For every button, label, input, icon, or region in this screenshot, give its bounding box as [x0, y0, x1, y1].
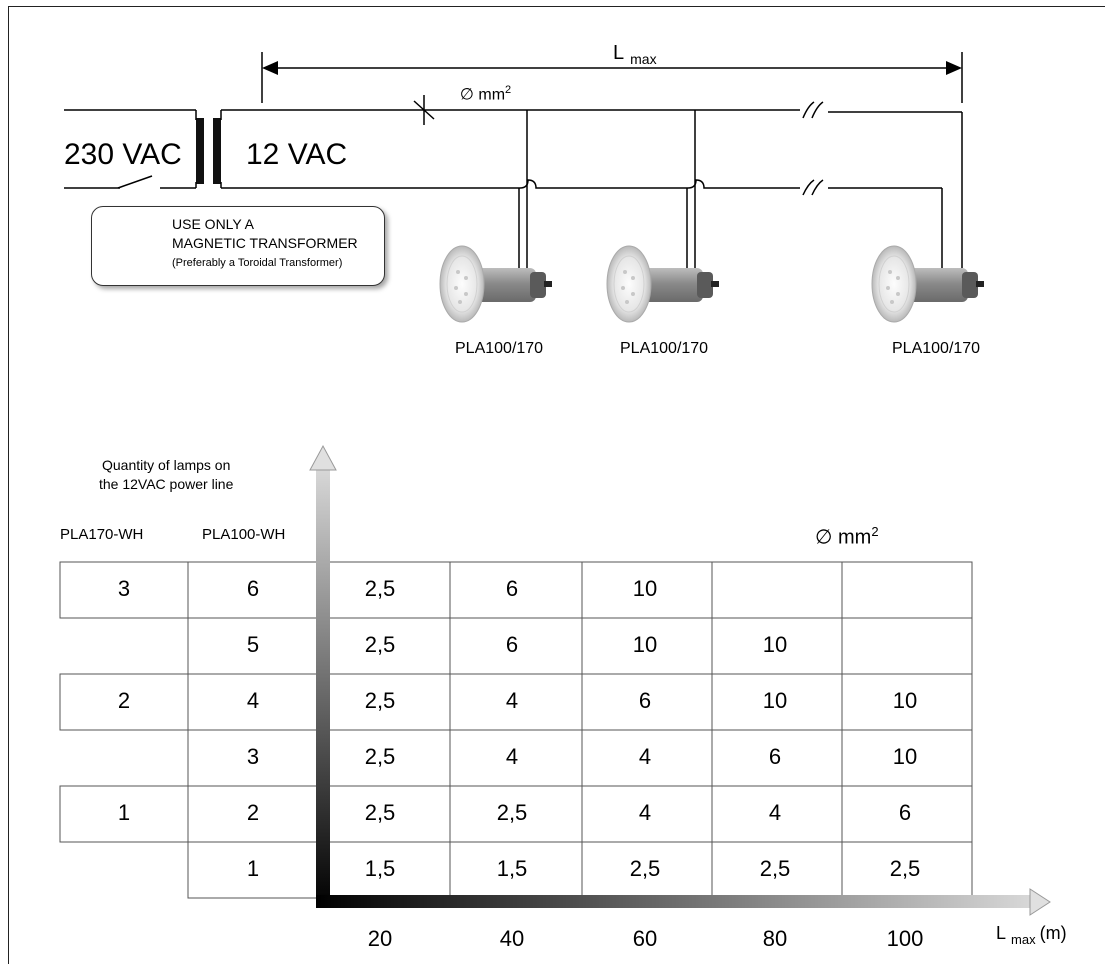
x-axis-tick-label: 20: [367, 926, 393, 951]
table-cell-value: 2,5: [759, 856, 791, 881]
table-cell-value: 2,5: [629, 856, 661, 881]
table-grid: [59, 561, 973, 899]
table-cell-pla170: 1: [117, 800, 131, 825]
table-cell-pla100: 1: [246, 856, 260, 881]
table-cell-value: 10: [762, 688, 788, 713]
input-230vac-lines: [64, 109, 196, 189]
table-cell-value: 6: [768, 744, 782, 769]
lamp-label-2: PLA100/170: [620, 340, 709, 357]
diagram-frame: [8, 6, 1105, 964]
table-cell-value: 10: [762, 632, 788, 657]
warning-line3: (Preferably a Toroidal Transformer): [172, 257, 343, 269]
table-cell-value: 10: [632, 632, 658, 657]
warning-box: USE ONLY A MAGNETIC TRANSFORMER (Prefera…: [91, 206, 385, 286]
table-cell-value: 4: [505, 744, 519, 769]
table-cell-value: 4: [638, 744, 652, 769]
table-cell-value: 2,5: [889, 856, 921, 881]
lamp-icon: [439, 245, 552, 323]
lamp-label-3: PLA100/170: [892, 340, 981, 357]
col-header-pla100: PLA100-WH: [202, 526, 286, 543]
table-cell-value: 2,5: [364, 800, 396, 825]
table-cell-value: 6: [505, 576, 519, 601]
table-cell-value: 1,5: [496, 856, 528, 881]
lamp-label-1: PLA100/170: [455, 340, 544, 357]
transformer-icon: [195, 110, 222, 188]
x-axis-tick-label: 40: [499, 926, 525, 951]
input-voltage-label: 230 VAC: [64, 138, 182, 171]
table-cell-value: 4: [505, 688, 519, 713]
lamp-images: [439, 245, 984, 323]
output-voltage-label: 12 VAC: [246, 138, 348, 171]
power-line: [221, 95, 963, 268]
x-axis-tick-label: 60: [632, 926, 658, 951]
table-cell-pla170: 3: [117, 576, 131, 601]
warning-line2: MAGNETIC TRANSFORMER: [172, 235, 358, 251]
table-cell-pla100: 2: [246, 800, 260, 825]
cross-section-label: ∅ mm2: [460, 84, 512, 104]
table-cell-value: 4: [768, 800, 782, 825]
table-cell-value: 10: [892, 744, 918, 769]
table-cell-value: 6: [638, 688, 652, 713]
col-header-pla170: PLA170-WH: [60, 526, 144, 543]
table-cell-value: 2,5: [364, 632, 396, 657]
x-axis-tick-label: 100: [886, 926, 924, 951]
table-cell-pla100: 5: [246, 632, 260, 657]
table-cell-value: 2,5: [364, 576, 396, 601]
warning-line1: USE ONLY A: [172, 216, 254, 232]
table-cell-pla170: 2: [117, 688, 131, 713]
table-cell-value: 10: [632, 576, 658, 601]
y-axis-title: Quantity of lamps on the 12VAC power lin…: [99, 457, 234, 492]
table-cell-value: 2,5: [364, 688, 396, 713]
table-cell-value: 2,5: [364, 744, 396, 769]
table-cell-value: 6: [505, 632, 519, 657]
x-axis-tick-label: 80: [762, 926, 788, 951]
table-cell-pla100: 3: [246, 744, 260, 769]
chart-axes: [309, 444, 1051, 916]
lamp-icon: [871, 245, 984, 323]
table-cell-pla100: 6: [246, 576, 260, 601]
table-cell-value: 2,5: [496, 800, 528, 825]
table-cell-value: 10: [892, 688, 918, 713]
section-header: ∅ mm2: [815, 524, 879, 549]
lmax-dimension: [261, 52, 963, 103]
table-cell-pla100: 4: [246, 688, 260, 713]
table-cell-value: 1,5: [364, 856, 396, 881]
table-cell-value: 6: [898, 800, 912, 825]
table-cell-value: 4: [638, 800, 652, 825]
lamp-icon: [606, 245, 719, 323]
